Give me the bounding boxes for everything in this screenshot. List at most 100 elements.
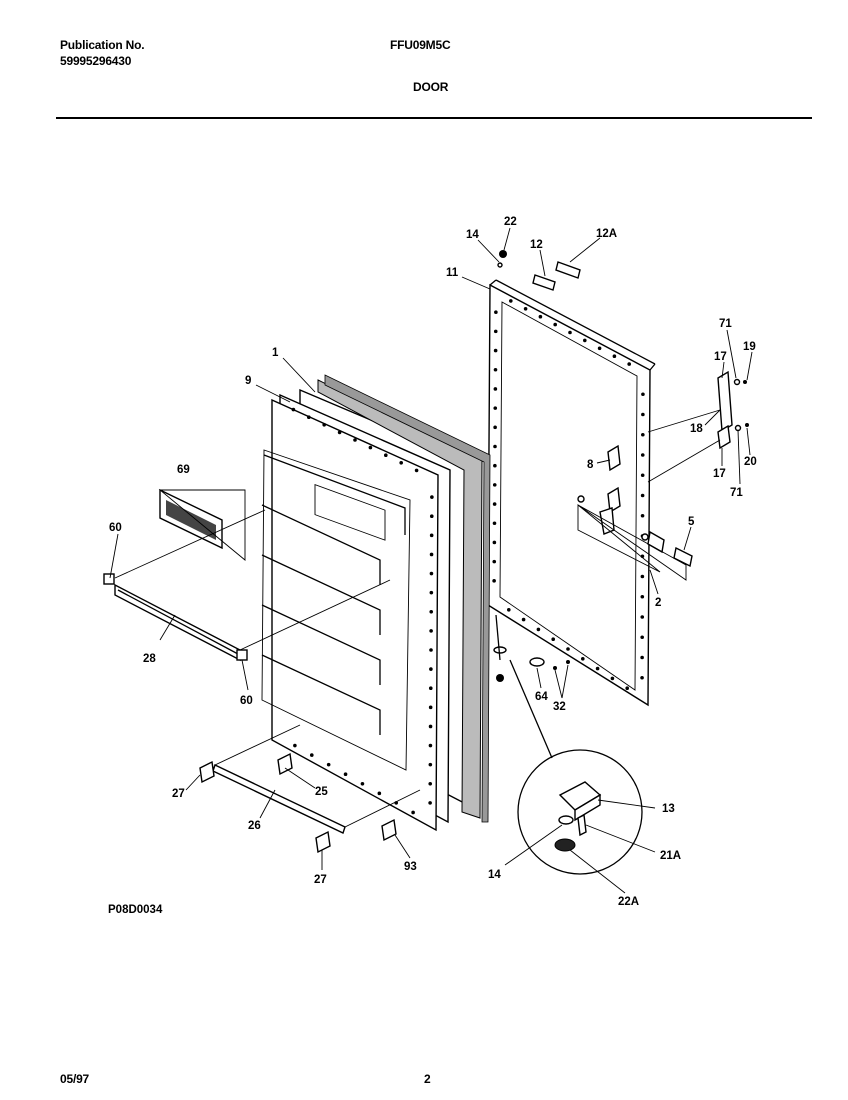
publication-number: 59995296430 bbox=[60, 54, 132, 68]
mounting-hole bbox=[625, 686, 629, 690]
callout-60-top: 60 bbox=[109, 522, 122, 534]
mounting-hole bbox=[492, 559, 497, 564]
hinge-bracket bbox=[717, 370, 749, 450]
callout-20: 20 bbox=[744, 456, 757, 468]
mounting-hole bbox=[360, 781, 365, 786]
mounting-hole bbox=[597, 346, 602, 351]
mounting-hole bbox=[384, 453, 388, 458]
mounting-hole bbox=[640, 594, 645, 599]
mounting-hole bbox=[627, 362, 631, 366]
mounting-hole bbox=[640, 473, 645, 478]
mounting-hole bbox=[492, 579, 496, 583]
callout-labels: 11 14 22 12 12A 1 9 71 19 17 18 17 71 20… bbox=[108, 216, 757, 916]
mounting-hole bbox=[492, 483, 497, 487]
section-title: DOOR bbox=[413, 80, 449, 94]
mounting-hole bbox=[428, 762, 433, 767]
mounting-hole bbox=[566, 647, 570, 651]
label-plate bbox=[158, 488, 246, 561]
mounting-hole bbox=[307, 415, 311, 420]
mounting-hole bbox=[583, 338, 587, 343]
mounting-hole bbox=[377, 791, 382, 796]
callout-22a: 22A bbox=[618, 896, 639, 908]
callout-12a: 12A bbox=[596, 228, 617, 240]
callout-13: 13 bbox=[662, 803, 675, 815]
top-hinge-parts bbox=[497, 250, 581, 291]
mounting-hole bbox=[293, 743, 297, 748]
callout-93: 93 bbox=[404, 861, 417, 873]
callout-12: 12 bbox=[530, 239, 543, 251]
mounting-hole bbox=[640, 493, 645, 498]
mounting-hole bbox=[428, 686, 433, 691]
mounting-hole bbox=[610, 676, 615, 681]
mounting-hole bbox=[493, 387, 498, 391]
mounting-hole bbox=[343, 772, 348, 777]
model-number: FFU09M5C bbox=[390, 38, 451, 52]
mounting-hole bbox=[430, 495, 434, 499]
mounting-hole bbox=[641, 412, 645, 417]
callout-1: 1 bbox=[272, 347, 279, 359]
mounting-hole bbox=[640, 655, 644, 660]
bottom-bar bbox=[199, 752, 397, 854]
mounting-hole bbox=[641, 392, 645, 397]
mounting-hole bbox=[493, 406, 498, 410]
mounting-hole bbox=[429, 590, 434, 595]
mounting-hole bbox=[507, 608, 511, 612]
leader-lines bbox=[109, 227, 753, 894]
mounting-hole bbox=[291, 407, 296, 412]
mounting-hole bbox=[411, 810, 415, 815]
callout-22: 22 bbox=[504, 216, 517, 228]
outer-door-panel bbox=[487, 279, 656, 707]
mounting-hole bbox=[595, 666, 600, 671]
mounting-hole bbox=[414, 468, 419, 473]
mounting-hole bbox=[322, 423, 327, 427]
callout-19: 19 bbox=[743, 341, 756, 353]
callout-21a: 21A bbox=[660, 850, 681, 862]
mounting-hole bbox=[428, 801, 432, 805]
callout-17-top: 17 bbox=[714, 351, 727, 363]
callout-14: 14 bbox=[466, 229, 479, 241]
mounting-hole bbox=[568, 330, 572, 335]
footer-page: 2 bbox=[424, 1072, 431, 1086]
callout-8: 8 bbox=[587, 459, 594, 471]
mounting-hole bbox=[492, 521, 497, 526]
mounting-hole bbox=[492, 540, 497, 545]
mounting-hole bbox=[493, 444, 497, 449]
callout-60-bottom: 60 bbox=[240, 695, 253, 707]
hinge-detail-view bbox=[495, 614, 643, 875]
mounting-hole bbox=[428, 724, 433, 729]
callout-5: 5 bbox=[688, 516, 695, 528]
mounting-hole bbox=[429, 629, 433, 633]
mounting-hole bbox=[523, 307, 528, 311]
callout-25: 25 bbox=[315, 786, 328, 798]
door-shelf-bar bbox=[103, 573, 248, 662]
mounting-hole bbox=[493, 367, 498, 372]
callout-14-detail: 14 bbox=[488, 869, 501, 881]
mounting-hole bbox=[493, 425, 497, 430]
publication-label: Publication No. bbox=[60, 38, 145, 52]
mounting-hole bbox=[309, 753, 314, 757]
mounting-hole bbox=[428, 781, 433, 786]
mounting-hole bbox=[640, 635, 644, 640]
mounting-hole bbox=[429, 552, 434, 557]
inner-door-liner bbox=[261, 393, 451, 832]
callout-69: 69 bbox=[177, 464, 190, 476]
mounting-hole bbox=[509, 299, 513, 303]
mounting-hole bbox=[640, 513, 645, 518]
mounting-hole bbox=[399, 461, 404, 465]
diagram-id: P08D0034 bbox=[108, 904, 163, 916]
mounting-hole bbox=[337, 430, 342, 435]
callout-27-left: 27 bbox=[172, 788, 185, 800]
mounting-hole bbox=[429, 514, 434, 519]
footer-date: 05/97 bbox=[60, 1072, 90, 1086]
callout-2: 2 bbox=[655, 597, 661, 609]
mounting-hole bbox=[641, 432, 645, 437]
mounting-hole bbox=[538, 314, 543, 319]
mounting-hole bbox=[493, 463, 497, 468]
mounting-hole bbox=[493, 329, 498, 334]
mounting-hole bbox=[521, 617, 526, 622]
callout-71-top: 71 bbox=[719, 318, 732, 330]
mounting-hole bbox=[429, 648, 433, 652]
mounting-hole bbox=[640, 615, 645, 619]
callout-11: 11 bbox=[446, 267, 459, 279]
